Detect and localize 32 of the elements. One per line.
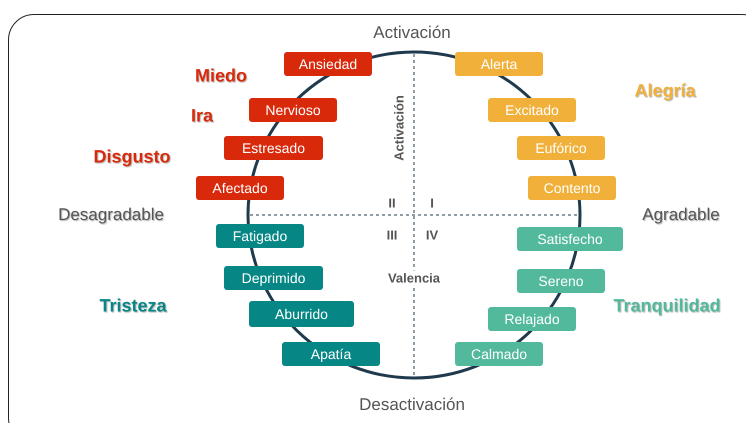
emotion-tag: Fatigado bbox=[216, 224, 304, 248]
emotion-tag: Alerta bbox=[455, 52, 543, 76]
emotion-category: Miedo bbox=[195, 66, 247, 86]
axis-label: Agradable bbox=[642, 205, 720, 225]
emotion-tag: Excitado bbox=[488, 98, 576, 122]
emotion-tag: Satisfecho bbox=[517, 227, 623, 251]
quadrant-number: III bbox=[386, 228, 398, 242]
quadrant-number: IV bbox=[426, 228, 438, 242]
emotion-tag: Relajado bbox=[488, 307, 576, 331]
emotion-tag: Contento bbox=[528, 176, 616, 200]
axis-label: Desagradable bbox=[58, 205, 164, 225]
emotion-tag: Nervioso bbox=[249, 98, 337, 122]
axis-label: Activación bbox=[373, 23, 451, 43]
emotion-tag: Aburrido bbox=[249, 301, 354, 327]
emotion-tag: Apatía bbox=[282, 342, 380, 366]
emotion-tag: Ansiedad bbox=[284, 52, 372, 76]
emotion-category: Tranquilidad bbox=[614, 296, 720, 316]
axis-label: Valencia bbox=[388, 270, 440, 286]
emotion-tag: Calmado bbox=[455, 342, 543, 366]
emotion-tag: Eufórico bbox=[517, 136, 605, 160]
emotion-tag: Sereno bbox=[517, 269, 605, 293]
emotion-tag: Deprimido bbox=[224, 266, 323, 290]
quadrant-number: I bbox=[430, 196, 434, 210]
emotion-tag: Estresado bbox=[224, 136, 323, 160]
emotion-tag: Afectado bbox=[196, 176, 284, 200]
emotion-category: Alegría bbox=[634, 80, 696, 102]
emotion-category: Disgusto bbox=[94, 146, 170, 168]
emotion-category: Ira bbox=[190, 106, 214, 126]
axis-label: Desactivación bbox=[359, 395, 465, 415]
quadrant-number: II bbox=[388, 196, 396, 210]
emotion-category: Tristeza bbox=[99, 296, 167, 316]
axis-label: Activación bbox=[392, 95, 406, 161]
